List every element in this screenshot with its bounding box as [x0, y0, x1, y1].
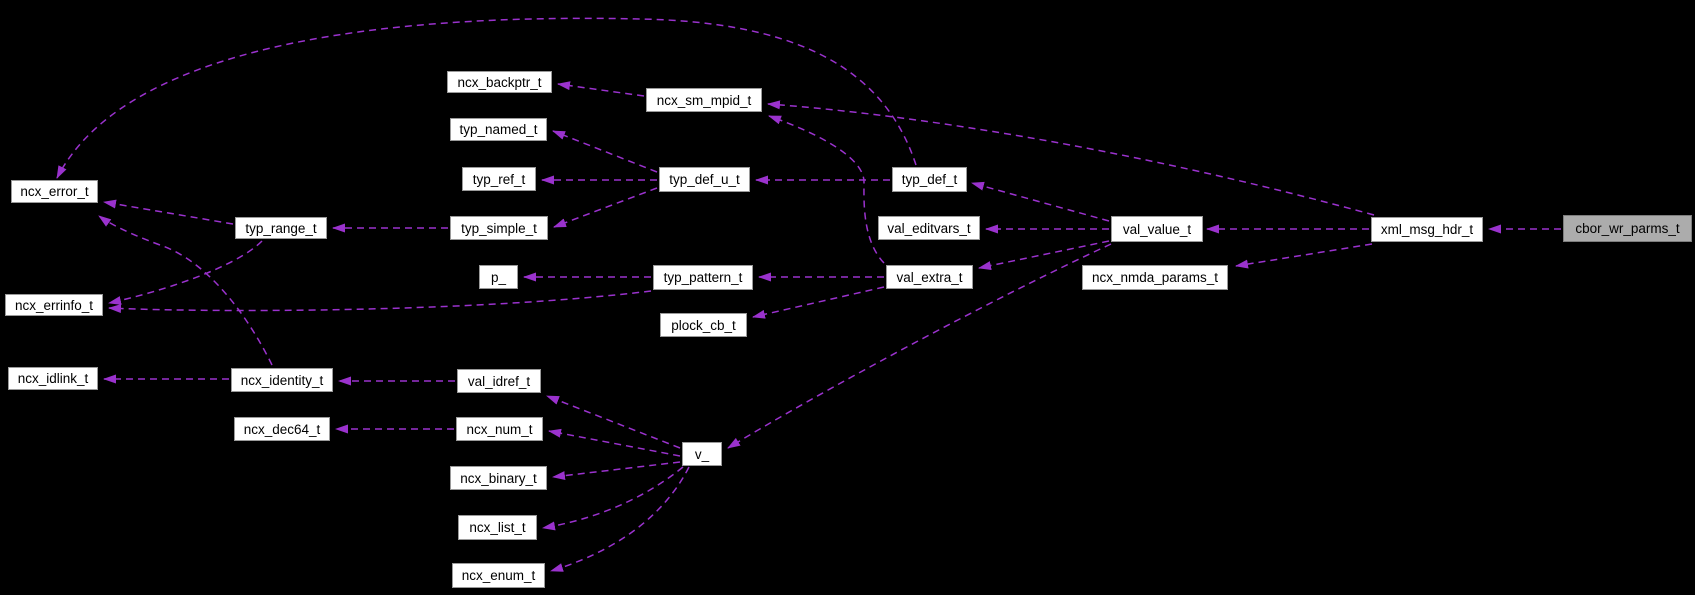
edge-ncx_sm_mpid_t-to-ncx_backptr_t — [557, 81, 645, 97]
node-typ_simple_t[interactable]: typ_simple_t — [450, 216, 548, 240]
node-label-val_editvars_t: val_editvars_t — [887, 220, 971, 236]
edge-typ_range_t-to-ncx_errinfo_t — [108, 240, 263, 305]
node-ncx_nmda_params_t[interactable]: ncx_nmda_params_t — [1082, 265, 1228, 290]
edge-val_value_t-to-typ_def_t — [971, 181, 1110, 222]
edge-val_value_t-to-val_extra_t — [978, 240, 1110, 270]
node-label-typ_simple_t: typ_simple_t — [461, 220, 537, 236]
node-label-ncx_list_t: ncx_list_t — [469, 520, 526, 535]
node-val_editvars_t[interactable]: val_editvars_t — [878, 216, 980, 240]
node-label-typ_pattern_t: typ_pattern_t — [663, 270, 743, 285]
node-label-typ_def_u_t: typ_def_u_t — [669, 172, 740, 187]
node-v_[interactable]: v_ — [682, 442, 722, 466]
node-label-val_extra_t: val_extra_t — [896, 269, 963, 285]
edge-v_-to-ncx_binary_t — [552, 461, 681, 481]
node-typ_range_t[interactable]: typ_range_t — [235, 217, 327, 239]
node-ncx_identity_t[interactable]: ncx_identity_t — [231, 368, 333, 392]
node-label-ncx_enum_t: ncx_enum_t — [461, 568, 536, 583]
node-val_idref_t[interactable]: val_idref_t — [457, 369, 541, 393]
edge-typ_def_t-to-ncx_error_t — [56, 17, 917, 179]
node-label-cbor_wr_parms_t: cbor_wr_parms_t — [1575, 221, 1680, 236]
edge-xml_msg_hdr_t-to-ncx_nmda_params_t — [1235, 243, 1373, 269]
node-label-ncx_identity_t: ncx_identity_t — [240, 372, 324, 388]
node-label-ncx_errinfo_t: ncx_errinfo_t — [14, 297, 94, 313]
edge-v_-to-ncx_list_t — [542, 466, 684, 531]
edge-v_-to-val_idref_t — [546, 395, 681, 449]
node-label-typ_range_t: typ_range_t — [245, 220, 317, 236]
edge-typ_def_u_t-to-typ_named_t — [552, 130, 658, 173]
node-label-ncx_dec64_t: ncx_dec64_t — [243, 421, 321, 437]
node-label-ncx_binary_t: ncx_binary_t — [460, 470, 537, 486]
node-typ_def_t[interactable]: typ_def_t — [892, 167, 967, 192]
node-xml_msg_hdr_t[interactable]: xml_msg_hdr_t — [1371, 217, 1483, 242]
node-ncx_dec64_t[interactable]: ncx_dec64_t — [234, 417, 330, 441]
node-typ_def_u_t[interactable]: typ_def_u_t — [659, 167, 750, 192]
node-ncx_num_t[interactable]: ncx_num_t — [456, 417, 543, 441]
node-label-ncx_nmda_params_t: ncx_nmda_params_t — [1091, 270, 1219, 285]
node-label-typ_named_t: typ_named_t — [459, 122, 538, 137]
node-ncx_backptr_t[interactable]: ncx_backptr_t — [447, 71, 552, 93]
edge-val_value_t-to-v_ — [727, 243, 1112, 449]
node-cbor_wr_parms_t[interactable]: cbor_wr_parms_t — [1563, 215, 1692, 242]
node-val_extra_t[interactable]: val_extra_t — [886, 265, 973, 289]
node-label-plock_cb_t: plock_cb_t — [671, 317, 736, 333]
node-label-typ_ref_t: typ_ref_t — [472, 171, 526, 187]
edge-typ_range_t-to-ncx_error_t — [103, 199, 234, 225]
edge-val_extra_t-to-ncx_sm_mpid_t — [768, 115, 885, 264]
node-label-ncx_idlink_t: ncx_idlink_t — [17, 371, 89, 386]
node-label-val_value_t: val_value_t — [1122, 221, 1192, 237]
node-label-ncx_sm_mpid_t: ncx_sm_mpid_t — [656, 92, 752, 108]
node-label-val_idref_t: val_idref_t — [467, 373, 531, 389]
node-typ_pattern_t[interactable]: typ_pattern_t — [653, 265, 753, 290]
node-p_[interactable]: p_ — [479, 265, 518, 289]
node-ncx_binary_t[interactable]: ncx_binary_t — [450, 466, 547, 490]
edge-v_-to-ncx_enum_t — [550, 466, 690, 572]
edge-typ_def_u_t-to-typ_simple_t — [553, 187, 658, 228]
edge-val_extra_t-to-plock_cb_t — [752, 286, 885, 319]
edge-xml_msg_hdr_t-to-ncx_sm_mpid_t — [767, 100, 1375, 216]
node-typ_ref_t[interactable]: typ_ref_t — [462, 167, 536, 191]
node-ncx_errinfo_t[interactable]: ncx_errinfo_t — [5, 294, 103, 316]
node-label-ncx_error_t: ncx_error_t — [20, 184, 89, 199]
node-ncx_list_t[interactable]: ncx_list_t — [458, 515, 537, 540]
node-ncx_idlink_t[interactable]: ncx_idlink_t — [8, 367, 98, 390]
node-label-xml_msg_hdr_t: xml_msg_hdr_t — [1380, 222, 1474, 237]
node-plock_cb_t[interactable]: plock_cb_t — [660, 313, 747, 337]
node-label-ncx_backptr_t: ncx_backptr_t — [457, 74, 542, 90]
edge-v_-to-ncx_num_t — [548, 428, 681, 457]
node-label-p_: p_ — [490, 269, 507, 285]
node-typ_named_t[interactable]: typ_named_t — [450, 118, 547, 141]
edge-ncx_identity_t-to-ncx_error_t — [98, 215, 273, 366]
edge-typ_pattern_t-to-ncx_errinfo_t — [108, 290, 652, 314]
node-label-ncx_num_t: ncx_num_t — [466, 421, 533, 437]
node-ncx_sm_mpid_t[interactable]: ncx_sm_mpid_t — [646, 88, 762, 112]
node-label-typ_def_t: typ_def_t — [901, 172, 958, 187]
node-ncx_error_t[interactable]: ncx_error_t — [11, 180, 98, 203]
node-val_value_t[interactable]: val_value_t — [1111, 216, 1203, 242]
node-label-v_: v_ — [694, 446, 710, 462]
node-ncx_enum_t[interactable]: ncx_enum_t — [452, 563, 545, 588]
